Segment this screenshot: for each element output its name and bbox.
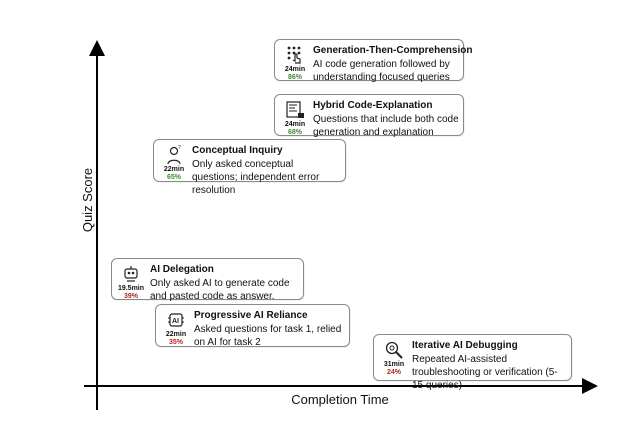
svg-text:?: ? [178, 145, 181, 151]
card-description: Asked questions for task 1, relied on AI… [194, 324, 342, 348]
ai-chip-icon: AI [168, 313, 184, 327]
card-body: Hybrid Code-Explanation Questions that i… [313, 99, 459, 139]
card-time: 22min [165, 331, 187, 338]
card-title: Generation-Then-Comprehension [313, 45, 473, 56]
card-title: Conceptual Inquiry [192, 145, 283, 156]
card-time: 31min [383, 361, 405, 368]
card-ai-delegation: 19.5min 39% AI Delegation Only asked AI … [111, 258, 304, 303]
card-description: Repeated AI-assisted troubleshooting or … [412, 354, 558, 391]
card-title: Iterative AI Debugging [412, 340, 518, 351]
card-body: Iterative AI Debugging Repeated AI-assis… [412, 339, 567, 392]
card-time: 24min [284, 66, 306, 73]
y-axis-label: Quiz Score [80, 167, 95, 233]
card-meta: 19.5min 39% [116, 264, 146, 301]
card-score: 24% [386, 369, 401, 376]
card-description: Only asked conceptual questions; indepen… [192, 159, 320, 196]
robot-icon [124, 266, 138, 282]
code-document-icon [286, 101, 304, 118]
magnifier-gear-icon [385, 341, 403, 359]
card-title: AI Delegation [150, 264, 214, 275]
card-body: Generation-Then-Comprehension AI code ge… [313, 44, 473, 84]
card-meta: ? 22min 65% [158, 145, 190, 182]
card-body: AI Delegation Only asked AI to generate … [150, 263, 299, 303]
card-score: 65% [166, 174, 181, 181]
card-description: Questions that include both code generat… [313, 114, 459, 138]
card-progressive-ai-reliance: AI 22min 35% Progressive AI Reliance Ask… [155, 304, 350, 349]
card-time: 22min [163, 166, 185, 173]
x-axis-label: Completion Time [291, 392, 389, 407]
card-score: 35% [168, 339, 183, 346]
svg-text:AI: AI [172, 318, 179, 325]
card-body: Conceptual Inquiry Only asked conceptual… [192, 144, 341, 197]
card-hybrid-code-explanation: 24min 68% Hybrid Code-Explanation Questi… [274, 94, 464, 139]
card-description: Only asked AI to generate code and paste… [150, 278, 290, 302]
card-score: 39% [123, 293, 138, 300]
card-meta: 24min 68% [279, 100, 311, 137]
card-generation-then-comprehension: 24min 86% Generation-Then-Comprehension … [274, 39, 473, 84]
card-time: 24min [284, 121, 306, 128]
card-title: Progressive AI Reliance [194, 310, 308, 321]
card-conceptual-inquiry: ? 22min 65% Conceptual Inquiry Only aske… [153, 139, 346, 196]
card-body: Progressive AI Reliance Asked questions … [194, 309, 345, 349]
card-title: Hybrid Code-Explanation [313, 100, 433, 111]
card-time: 19.5min [117, 285, 145, 292]
card-meta: 31min 24% [378, 340, 410, 377]
card-description: AI code generation followed by understan… [313, 59, 450, 83]
grid-touch-icon [287, 46, 301, 64]
card-meta: 24min 86% [279, 45, 311, 82]
card-score: 86% [287, 74, 302, 81]
card-score: 68% [287, 129, 302, 136]
card-iterative-ai-debugging: 31min 24% Iterative AI Debugging Repeate… [373, 334, 572, 391]
thinking-person-icon: ? [167, 145, 181, 165]
card-meta: AI 22min 35% [160, 310, 192, 347]
